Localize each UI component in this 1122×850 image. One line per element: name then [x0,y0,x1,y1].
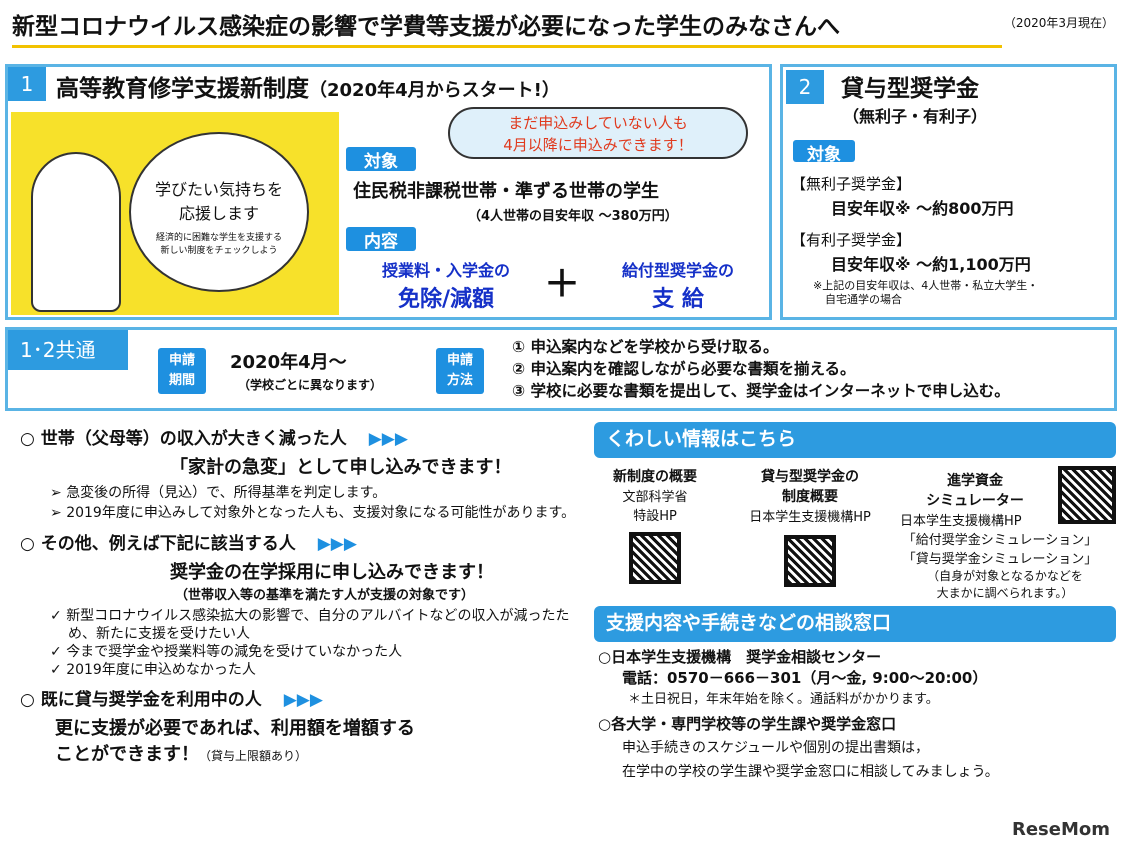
illustration: 学びたい気持ちを 応援します 経済的に困難な学生を支援する 新しい制度をチェック… [11,112,339,315]
bullet: ✓ 今まで奨学金や授業料等の減免を受けていなかった人 [50,644,403,660]
target-label: 対象 [346,147,416,172]
heading-sub: （2020年4月からスタート!） [309,80,560,101]
date-note: （2020年3月現在） [1003,16,1114,30]
bullet: ➢ 急変後の所得（見込）で、所得基準を判定します。 [50,485,387,501]
info-link[interactable]: 「貸与奨学金シミュレーション」 [902,552,1098,567]
qr-code[interactable] [782,533,838,589]
illus-line: 応援します [178,204,259,223]
bullet: ➢ 2019年度に申込みして対象外となった人も、支援対象になる可能性があります。 [50,505,576,521]
student-figure [31,152,121,312]
section-2-sub: （無利子・有利子） [843,107,988,126]
consult-org: ○日本学生支援機構 奨学金相談センター [598,648,882,666]
method-label: 申請方法 [436,348,484,394]
info-note: （自身が対象となるかなどを [927,569,1083,583]
section-2-heading: 貸与型奨学金 [841,76,979,102]
section-1-heading: 高等教育修学支援新制度（2020年4月からスタート!） [56,69,560,103]
common-label: 1･2共通 [8,330,128,370]
bullet: ✓ 新型コロナウイルス感染拡大の影響で、自分のアルバイトなどの収入が減ったため、… [50,608,570,642]
callout-line: まだ申込みしていない人も [508,114,688,132]
content1-b: 免除/減額 [397,287,495,312]
info-heading: くわしい情報はこちら [594,422,1116,458]
info-org: 文部科学省 [622,490,688,505]
heading-main: 高等教育修学支援新制度 [56,76,309,102]
info-link[interactable]: 「給付奨学金シミュレーション」 [902,533,1098,548]
consult-phone[interactable]: 電話：0570－666－301（月～金, 9:00～20:00） [622,669,988,687]
info-title: 進学資金 [947,473,1003,489]
arrow-icon: ▶▶▶ [317,534,357,554]
info-note: 大まかに調べられます。） [936,586,1074,600]
period-label: 申請期間 [158,348,206,394]
case-heading: ○ 世帯（父母等）の収入が大きく減った人 [20,429,347,449]
callout-line: 4月以降に申込みできます！ [503,136,693,154]
consult-text: 申込手続きのスケジュールや個別の提出書類は， [622,740,930,756]
speech-bubble: 学びたい気持ちを 応援します 経済的に困難な学生を支援する 新しい制度をチェック… [129,132,309,292]
label-line: 申請 [446,353,473,368]
content1-a: 授業料・入学金の [381,261,510,280]
bullet-text: 新型コロナウイルス感染拡大の影響で、自分のアルバイトなどの収入が減ったため、新た… [66,608,570,642]
note-line: ※上記の目安年収は、4人世帯・私立大学生・ [813,279,1039,292]
target-text: 住民税非課税世帯・準ずる世帯の学生 [353,181,659,202]
section-2-panel: 2 貸与型奨学金 （無利子・有利子） 対象 【無利子奨学金】 目安年収※ ～約8… [780,64,1117,320]
resemom-logo: ReseMom [1011,819,1110,840]
step: ② 申込案内を確認しながら必要な書類を揃える。 [512,360,856,378]
cloud-callout: まだ申込みしていない人も 4月以降に申込みできます！ [448,107,748,159]
case-sub: 奨学金の在学採用に申し込みできます！ [170,562,494,583]
bullet-text: 今まで奨学金や授業料等の減免を受けていなかった人 [66,644,403,660]
illus-sub: 経済的に困難な学生を支援する [155,233,282,243]
qr-code[interactable] [627,530,683,586]
illus-sub: 新しい制度をチェックしよう [160,246,278,256]
target-label: 対象 [793,140,855,165]
info-org: 日本学生支援機構HP [749,510,871,525]
illus-line: 学びたい気持ちを [154,180,283,199]
common-panel: 1･2共通 申請期間 2020年4月～ （学校ごとに異なります） 申請方法 ① … [5,327,1117,411]
item1-value: 目安年収※ ～約800万円 [831,199,1014,218]
label-line: 期間 [168,373,195,388]
arrow-icon: ▶▶▶ [368,429,408,449]
info-org: 特設HP [633,509,677,524]
page-title: 新型コロナウイルス感染症の影響で学費等支援が必要になった学生のみなさんへ [12,8,1002,48]
section-number: 1 [8,67,46,101]
period-value: 2020年4月～ [230,352,347,373]
content2-b: 支 給 [652,287,704,312]
step: ① 申込案内などを学校から受け取る。 [512,338,779,356]
case-sub: 更に支援が必要であれば、利用額を増額する [55,718,415,739]
label-line: 申請 [168,353,195,368]
case-sub2: ことができます！ [55,744,199,765]
info-title: 制度概要 [782,489,838,505]
content2-a: 給付型奨学金の [621,261,734,280]
step: ③ 学校に必要な書類を提出して、奨学金はインターネットで申し込む。 [512,382,1010,400]
item2-value: 目安年収※ ～約1,100万円 [831,255,1031,274]
note-line: 自宅通学の場合 [825,293,902,306]
arrow-icon: ▶▶▶ [283,690,323,710]
label-line: 方法 [446,373,473,388]
info-org: 日本学生支援機構HP [900,514,1022,529]
case-note: （貸与上限額あり） [199,749,308,763]
bullet-text: 2019年度に申込みして対象外となった人も、支援対象になる可能性があります。 [66,505,576,521]
info-title: 貸与型奨学金の [761,469,859,485]
section-number: 2 [786,70,824,104]
case-sub2: （世帯収入等の基準を満たす人が支援の対象です） [175,588,475,603]
period-note: （学校ごとに異なります） [238,378,383,392]
case-heading: ○ その他、例えば下記に該当する人 [20,534,296,554]
info-title: シミュレーター [926,493,1024,509]
info-title: 新制度の概要 [613,469,697,485]
bullet: ✓ 2019年度に申込めなかった人 [50,662,256,678]
consult-text: 在学中の学校の学生課や奨学金窓口に相談してみましょう。 [622,764,999,780]
case-sub: 「家計の急変」として申し込みできます！ [170,457,512,478]
plus-sign: ＋ [544,264,581,305]
item2-label: 【有利子奨学金】 [791,231,912,249]
target-note: （4人世帯の目安年収 ～380万円） [468,209,678,224]
consult-heading: 支援内容や手続きなどの相談窓口 [594,606,1116,642]
bullet-text: 2019年度に申込めなかった人 [66,662,256,678]
bullet-text: 急変後の所得（見込）で、所得基準を判定します。 [66,485,387,501]
left-column: ○ 世帯（父母等）の収入が大きく減った人 ▶▶▶ 「家計の急変」として申し込みで… [20,424,580,766]
consult-note: ＊土日祝日，年末年始を除く。通話料がかかります。 [628,692,939,707]
item1-label: 【無利子奨学金】 [791,175,912,193]
case-heading: ○ 既に貸与奨学金を利用中の人 [20,690,262,710]
consult-org: ○各大学・専門学校等の学生課や奨学金窓口 [598,715,897,733]
section-1-panel: 1 高等教育修学支援新制度（2020年4月からスタート!） 学びたい気持ちを 応… [5,64,772,320]
content-label: 内容 [346,227,416,252]
qr-code[interactable] [1056,464,1118,526]
